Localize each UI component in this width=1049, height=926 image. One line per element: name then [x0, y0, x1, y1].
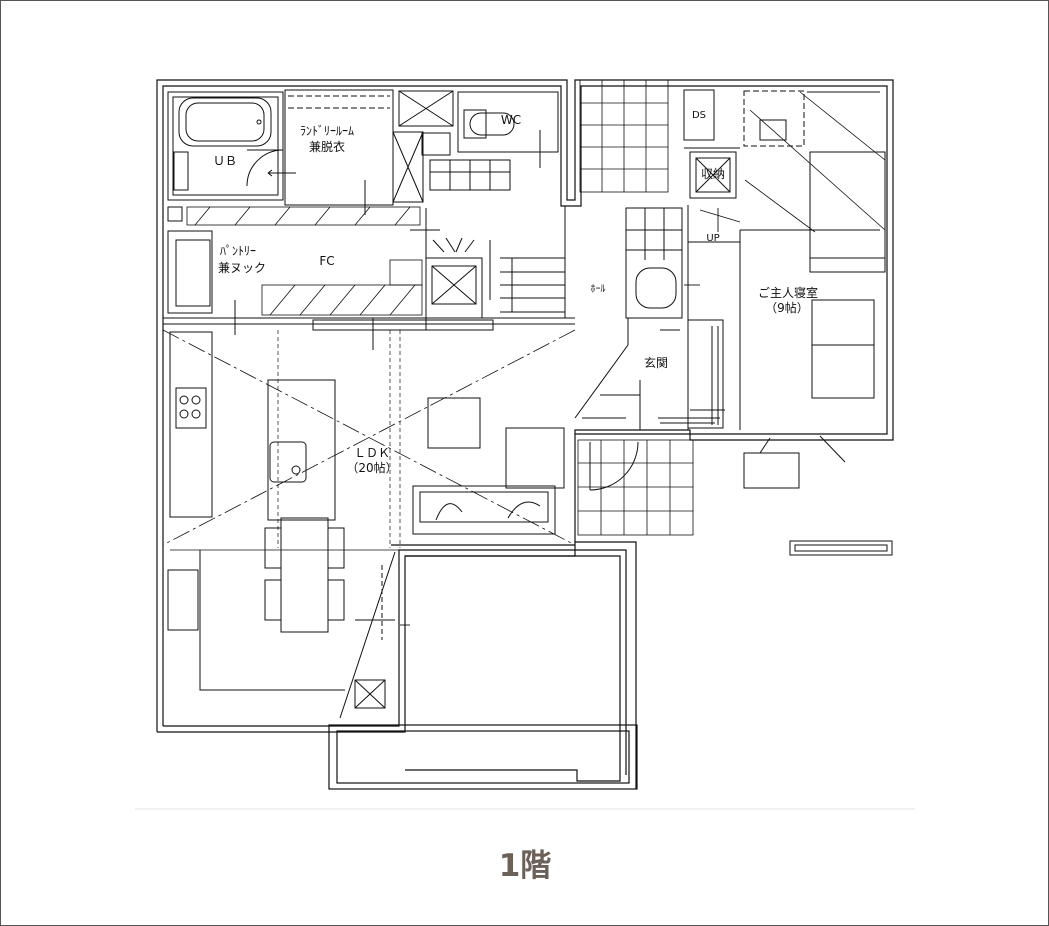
room-label-entrance: 玄関 [643, 356, 668, 370]
ldk-fixtures [162, 329, 576, 719]
room-label-hall: ﾎｰﾙ [590, 284, 606, 295]
room-label-master-line1: ご主人寝室 [757, 286, 818, 300]
outer-walls [156, 79, 894, 790]
room-label-ds: DS [691, 110, 707, 121]
room-label-ldk-line1: ＬＤＫ [353, 446, 390, 460]
bathroom [167, 91, 284, 201]
stair-up-label: UP [706, 233, 720, 244]
bedroom-top-fixtures [683, 89, 886, 430]
room-label-wc: WC [500, 113, 522, 127]
room-label-laundry-line2: 兼脱衣 [308, 140, 345, 154]
room-label-master-line2: （9帖） [765, 301, 809, 315]
door-arrows [400, 208, 741, 626]
stairs [425, 206, 566, 330]
porch-tiles [577, 79, 694, 536]
room-label-ub: ＵＢ [212, 154, 237, 168]
floor-plan-sheet [135, 70, 915, 808]
outdoor-units [743, 435, 893, 556]
room-label-ldk-line2: （20帖） [346, 461, 398, 475]
room-label-storage: 収納 [700, 167, 725, 181]
pantry [167, 206, 213, 314]
room-label-fc: FC [319, 254, 335, 268]
hatched-counters [186, 206, 423, 316]
floor-title: 1階 [498, 848, 552, 884]
wc-area [398, 90, 559, 191]
laundry-room [267, 89, 424, 215]
ldk-partition [163, 300, 575, 350]
room-label-pantry-line1: ﾊﾟﾝﾄﾘｰ [219, 244, 256, 258]
room-label-laundry-line1: ﾗﾝﾄﾞﾘｰﾙｰﾑ [299, 124, 354, 138]
room-label-pantry-line2: 兼ヌック [217, 261, 266, 275]
entrance-area [574, 205, 740, 491]
